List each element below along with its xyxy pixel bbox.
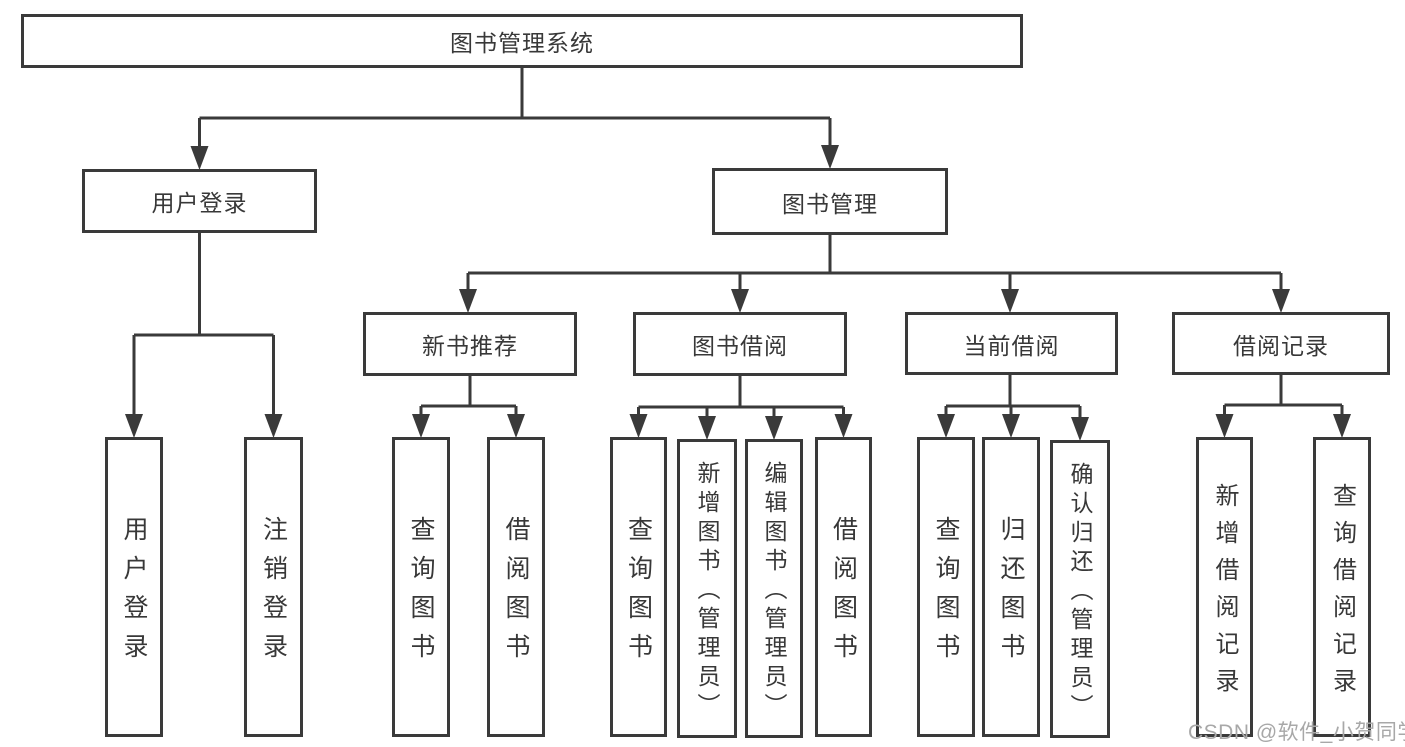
node-borrowing-records: 借阅记录: [1172, 312, 1390, 375]
leaf-edit-book-admin: 编辑图书（管理员）: [745, 439, 803, 738]
leaf-query-books-borrow: 查询图书: [610, 437, 667, 737]
leaf-user-login-label: 用户登录: [120, 516, 148, 672]
leaf-query-books-borrow-label: 查询图书: [624, 516, 653, 672]
leaf-return-book: 归还图书: [982, 437, 1040, 737]
leaf-borrow-books-recommend-label: 借阅图书: [502, 516, 530, 672]
node-user-login: 用户登录: [82, 169, 317, 233]
leaf-add-borrow-record: 新增借阅记录: [1196, 437, 1253, 737]
leaf-logout-label: 注销登录: [259, 516, 288, 672]
node-current-borrowing: 当前借阅: [905, 312, 1118, 375]
leaf-confirm-return-admin-label: 确认归还（管理员）: [1067, 461, 1093, 723]
leaf-borrow-books-borrow-label: 借阅图书: [829, 516, 858, 672]
node-new-book-recommendation: 新书推荐: [363, 312, 577, 376]
leaf-confirm-return-admin: 确认归还（管理员）: [1050, 440, 1110, 738]
node-book-management-label: 图书管理: [782, 190, 878, 217]
leaf-user-login: 用户登录: [105, 437, 163, 737]
leaf-query-books-current: 查询图书: [917, 437, 975, 737]
node-library-system-label: 图书管理系统: [450, 30, 594, 56]
leaf-query-borrow-record-label: 查询借阅记录: [1328, 482, 1356, 705]
leaf-query-books-recommend: 查询图书: [392, 437, 450, 737]
node-current-borrowing-label: 当前借阅: [963, 332, 1060, 359]
leaf-add-book-admin-label: 新增图书（管理员）: [694, 461, 720, 722]
node-book-borrowing: 图书借阅: [633, 312, 847, 376]
leaf-borrow-books-recommend: 借阅图书: [487, 437, 545, 737]
node-user-login-label: 用户登录: [151, 190, 248, 216]
node-new-book-recommendation-label: 新书推荐: [422, 333, 518, 359]
leaf-borrow-books-borrow: 借阅图书: [815, 437, 872, 737]
leaf-logout: 注销登录: [244, 437, 303, 737]
node-borrowing-records-label: 借阅记录: [1233, 332, 1329, 359]
leaf-query-books-current-label: 查询图书: [932, 516, 960, 672]
node-book-borrowing-label: 图书借阅: [692, 333, 788, 359]
leaf-edit-book-admin-label: 编辑图书（管理员）: [761, 461, 787, 722]
node-library-system: 图书管理系统: [21, 14, 1023, 68]
watermark: CSDN @软件_小贺同学: [1188, 721, 1405, 744]
leaf-return-book-label: 归还图书: [997, 516, 1025, 672]
leaf-add-borrow-record-label: 新增借阅记录: [1211, 482, 1238, 705]
leaf-query-books-recommend-label: 查询图书: [407, 516, 435, 672]
node-book-management: 图书管理: [712, 168, 948, 235]
leaf-add-book-admin: 新增图书（管理员）: [677, 439, 737, 738]
leaf-query-borrow-record: 查询借阅记录: [1313, 437, 1371, 737]
